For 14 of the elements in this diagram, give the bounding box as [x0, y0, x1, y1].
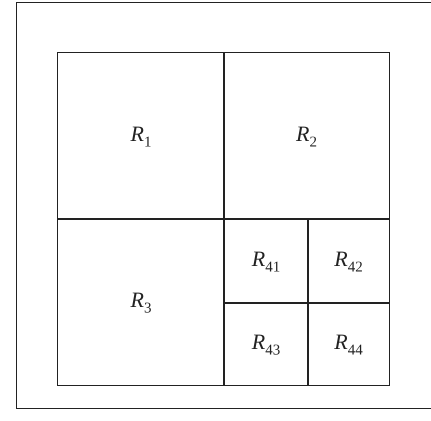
region-label: R$_{1}$: [130, 120, 152, 152]
region-cell: [57, 218, 225, 386]
region-cell: [223, 218, 309, 304]
region-cell: [57, 52, 225, 220]
region-label: R$_{43}$: [252, 328, 280, 360]
region-label: R$_{2}$: [296, 120, 317, 152]
region-cell: [223, 302, 309, 386]
region-cell: [307, 218, 390, 304]
region-cell: [307, 302, 390, 386]
region-label: R$_{44}$: [334, 328, 363, 360]
region-cell: [223, 52, 390, 220]
region-label: R$_{3}$: [130, 286, 152, 318]
region-label: R$_{41}$: [252, 246, 280, 276]
region-label: R$_{42}$: [334, 246, 363, 276]
